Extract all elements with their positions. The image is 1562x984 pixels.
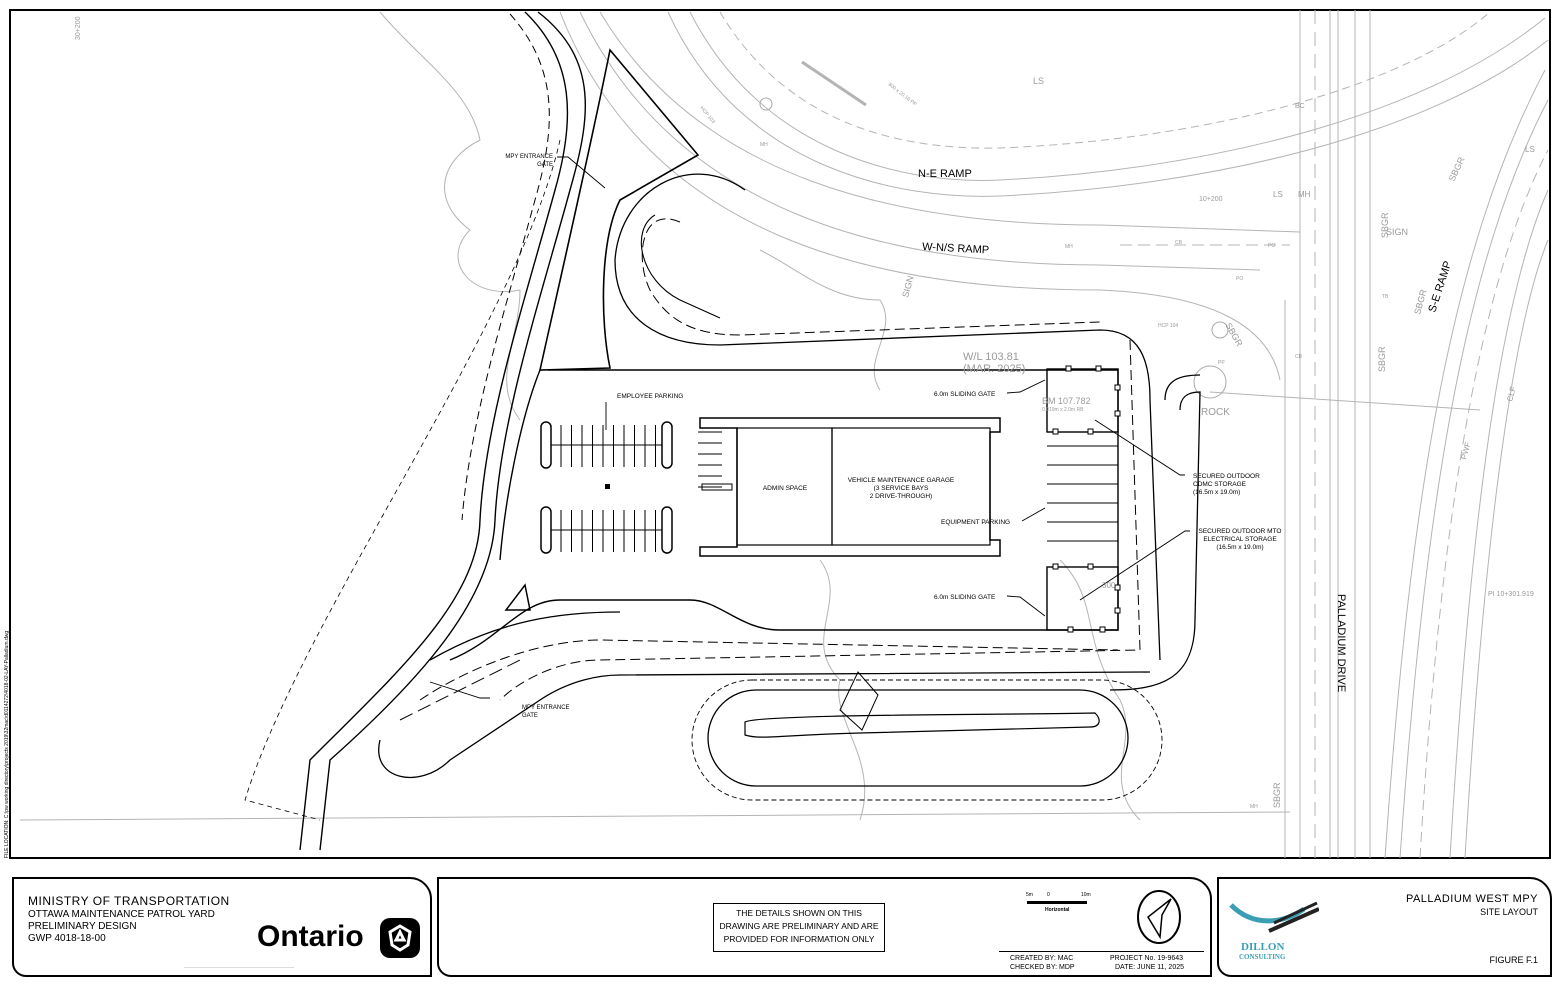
palladium-drive-label: PALLADIUM DRIVE (1335, 594, 1347, 692)
sbgr-label: SBGR (1412, 288, 1428, 316)
scale-left: 5m (1026, 892, 1033, 898)
sign-label: SIGN (1386, 227, 1408, 237)
sbgr-label: SBGR (1377, 346, 1387, 372)
gwp-number: GWP 4018-18-00 (28, 933, 106, 944)
entrance-gate-label: GATE (522, 713, 538, 719)
trillium-icon (380, 918, 420, 958)
ontario-logo: Ontario (257, 920, 364, 953)
pwf-label: PWF (1459, 441, 1472, 461)
client-block: MINISTRY OF TRANSPORTATION OTTAWA MAINTE… (12, 877, 432, 977)
scale-right: 10m (1081, 892, 1091, 898)
clf-label: CLF (1505, 385, 1518, 402)
pi-label: PI 10+301.919 (1488, 591, 1534, 598)
north-arrow-icon (1136, 889, 1182, 945)
ls-label: LS (1273, 190, 1283, 199)
maintenance-garage (831, 427, 991, 546)
preliminary-notice: THE DETAILS SHOWN ON THIS DRAWING ARE PR… (713, 903, 885, 952)
sbgr-label: SBGR (1447, 155, 1467, 183)
plan-labels: N-E RAMP W-N/S RAMP S-E RAMP PALLADIUM D… (4, 16, 1535, 858)
dillon-logo-text: CONSULTING (1239, 953, 1286, 961)
station-label: 300 (1102, 581, 1116, 590)
water-level-label: (MAR. 2025) (963, 363, 1025, 375)
bc-label: BC (1295, 103, 1305, 110)
dillon-logo-text: DILLON (1241, 941, 1285, 953)
sliding-gate-label: 6.0m SLIDING GATE (934, 594, 996, 601)
se-ramp-label: S-E RAMP (1426, 260, 1454, 314)
notice-line: THE DETAILS SHOWN ON THIS (736, 908, 862, 918)
drawing-date: DATE: JUNE 11, 2025 (1115, 964, 1184, 971)
ne-ramp-label: N-E RAMP (918, 168, 972, 180)
project-name: OTTAWA MAINTENANCE PATROL YARD (28, 909, 215, 920)
file-location: FILE LOCATION: C:\pw working directory\p… (4, 631, 10, 858)
mto-storage-label: ELECTRICAL STORAGE (1203, 536, 1277, 543)
garage-label: (3 SERVICE BAYS (874, 485, 929, 492)
mto-storage (1046, 566, 1119, 631)
pp-label: PP (1218, 360, 1225, 366)
project-number: PROJECT No. 19-9643 (1110, 955, 1184, 962)
entrance-gate-label: GATE (537, 162, 553, 168)
admin-space-label: ADMIN SPACE (763, 485, 808, 492)
garage-label: VEHICLE MAINTENANCE GARAGE (848, 477, 955, 484)
pp-label: 600 x 20.16 PP (887, 82, 918, 108)
rock-label: ROCK (1201, 407, 1230, 418)
cb-label: CB (1175, 240, 1183, 246)
equipment-parking-label: EQUIPMENT PARKING (941, 519, 1010, 526)
po-label: PO (1268, 243, 1275, 249)
entrance-gate-label: MPY ENTRANCE (505, 154, 553, 160)
station-label: 10+200 (1199, 196, 1223, 203)
hcp-label: HCP 103 (698, 105, 716, 124)
water-level-label: W/L 103.81 (963, 351, 1019, 363)
benchmark-label: 0.019m x 2.0m RB (1042, 407, 1084, 413)
notice-line: PROVIDED FOR INFORMATION ONLY (723, 934, 875, 944)
wns-ramp-label: W-N/S RAMP (922, 241, 990, 256)
mh-label: MH (1065, 244, 1073, 250)
ministry-name: MINISTRY OF TRANSPORTATION (28, 894, 230, 908)
dillon-logo (1229, 893, 1319, 943)
mh-label: MH (1250, 804, 1258, 810)
cb-label: CB (1295, 354, 1303, 360)
drawing-title: PALLADIUM WEST MPY (1405, 893, 1538, 905)
figure-number: FIGURE F.1 (1489, 955, 1538, 965)
parking-stalls (560, 425, 656, 552)
mh-label: MH (760, 142, 768, 148)
mh-label: MH (1298, 190, 1311, 199)
proposed-site (244, 11, 1201, 851)
existing-features (19, 10, 1549, 859)
drawing-subtitle: SITE LAYOUT (1480, 907, 1538, 917)
employee-parking-label: EMPLOYEE PARKING (617, 393, 683, 400)
ls-label: LS (1033, 76, 1044, 86)
ls-label: LS (1525, 145, 1535, 154)
tb-label: TB (1382, 294, 1389, 300)
scale-zero: 0 (1047, 892, 1050, 898)
building-outline (699, 417, 1001, 557)
scale-label: Horizontal (1045, 907, 1070, 913)
drawing-title-block: DILLON CONSULTING PALLADIUM WEST MPY SIT… (1217, 877, 1552, 977)
station-label: 30+200 (75, 16, 82, 40)
cdmc-storage-label: (16.5m x 19.0m) (1193, 489, 1240, 496)
cdmc-storage-label: SECURED OUTDOOR (1193, 473, 1260, 480)
mto-storage-label: SECURED OUTDOOR MTO (1199, 528, 1282, 535)
design-stage: PRELIMINARY DESIGN (28, 921, 137, 932)
po-label: PO (1236, 276, 1243, 282)
entrance-gate-label: MPY ENTRANCE (522, 705, 570, 711)
cdmc-storage (1046, 368, 1119, 433)
drawing-frame (9, 9, 1551, 859)
cdmc-storage-label: CDMC STORAGE (1193, 481, 1247, 488)
mto-storage-label: (16.5m x 19.0m) (1216, 544, 1263, 551)
checked-by: CHECKED BY: MDP (1010, 964, 1075, 971)
notes-block: THE DETAILS SHOWN ON THIS DRAWING ARE PR… (437, 877, 1212, 977)
created-by: CREATED BY: MAC (1010, 955, 1074, 962)
sbgr-label: SBGR (1380, 212, 1390, 238)
garage-label: 2 DRIVE-THROUGH) (870, 493, 932, 500)
equipment-parking-stalls (698, 431, 1118, 542)
sbgr-label: SBGR (1272, 782, 1282, 808)
hcp-label: HCP 104 (1158, 323, 1178, 329)
benchmark-label: BM 107.782 (1042, 396, 1091, 406)
notice-line: DRAWING ARE PRELIMINARY AND ARE (719, 921, 879, 931)
sign-label: SIGN (900, 275, 915, 299)
sliding-gate-label: 6.0m SLIDING GATE (934, 391, 996, 398)
